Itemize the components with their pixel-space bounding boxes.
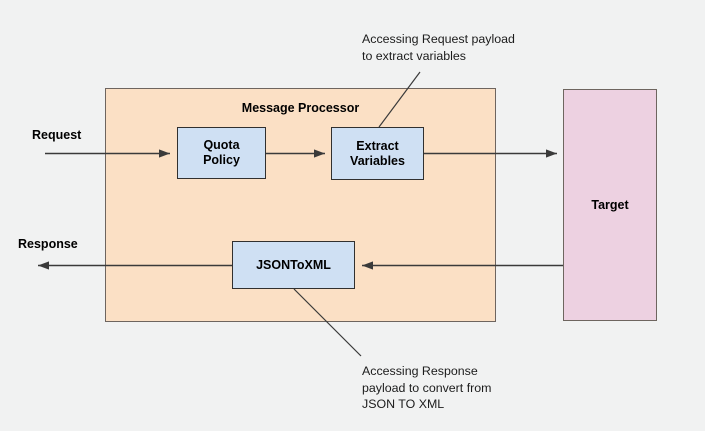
- node-target[interactable]: Target: [563, 89, 657, 321]
- node-extract-variables[interactable]: Extract Variables: [331, 127, 424, 180]
- message-processor-title: Message Processor: [241, 101, 360, 115]
- label-response: Response: [18, 237, 78, 251]
- annotation-response-payload: Accessing Response payload to convert fr…: [362, 364, 492, 411]
- node-quota-policy[interactable]: Quota Policy: [177, 127, 266, 179]
- leader-line-top-annotation: [378, 71, 421, 128]
- leader-line-bottom-annotation: [293, 288, 362, 357]
- label-request: Request: [32, 128, 82, 142]
- node-jsontoxml[interactable]: JSONToXML: [232, 241, 355, 289]
- annotation-request-payload: Accessing Request payload to extract var…: [362, 32, 515, 63]
